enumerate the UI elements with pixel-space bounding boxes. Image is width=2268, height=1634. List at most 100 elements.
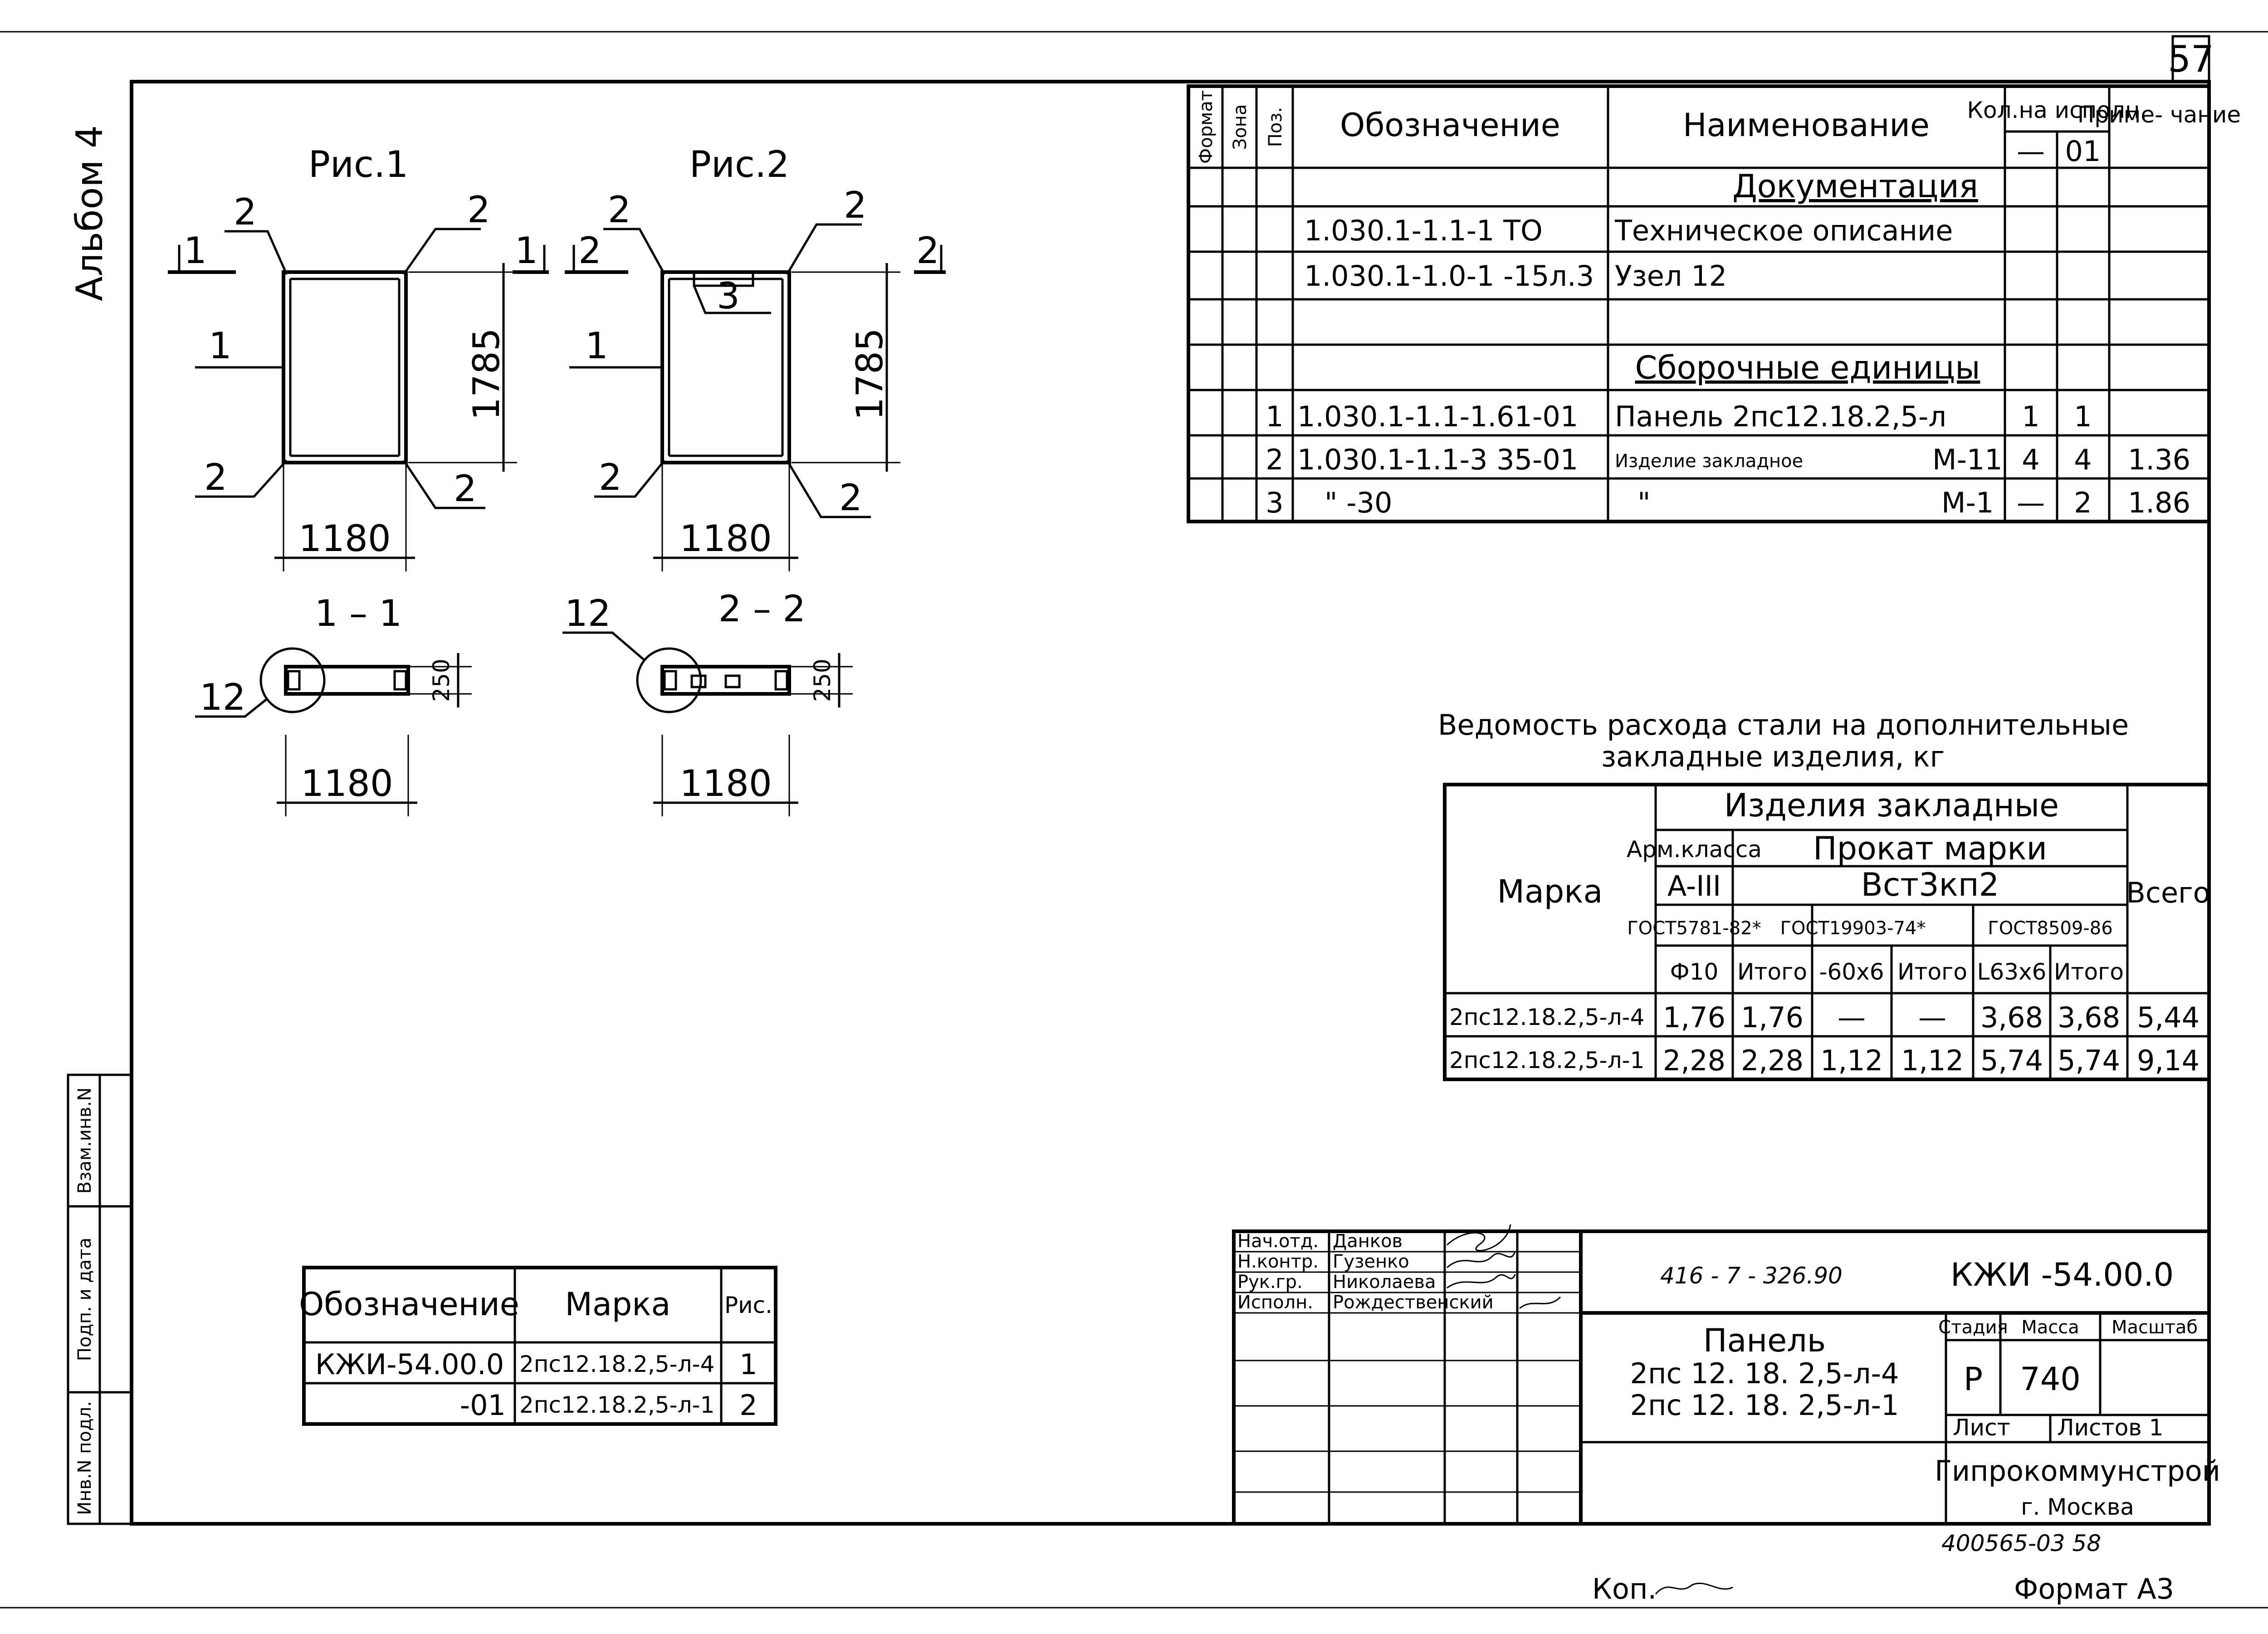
fig2-label-3: 3 [717, 275, 740, 317]
variants-r2-designation: -01 [460, 1389, 506, 1422]
spec-r2-designation: 1.030.1-1.0-1 -15л.3 [1304, 259, 1594, 293]
spec-r1-name: Техническое описание [1614, 214, 1953, 247]
signature-4 [1519, 1296, 1561, 1309]
steel-h-vst: Вст3кп2 [1861, 866, 1999, 903]
tb-title-2: 2пс 12. 18. 2,5-л-4 [1630, 1357, 1899, 1390]
tb-role-4: Исполн. [1237, 1292, 1313, 1313]
spec-h-qty: Кол.на исполн. [1967, 97, 2147, 123]
fig2-label-2-br: 2 [839, 477, 862, 519]
spec-h-qty-01: 01 [2065, 135, 2101, 168]
variants-r1-mark: 2пс12.18.2,5-л-4 [519, 1351, 714, 1377]
spec-r4-designation: 1.030.1-1.1-3 35-01 [1297, 443, 1578, 476]
section1-dim-thickness: 250 [428, 658, 455, 702]
tb-title-1: Панель [1703, 1322, 1826, 1359]
spec-h-designation: Обозначение [1340, 107, 1560, 144]
tb-doc-code: КЖИ -54.00.0 [1950, 1256, 2174, 1293]
variants-h-designation: Обозначение [299, 1286, 519, 1323]
tb-stage: Р [1964, 1361, 1983, 1398]
section-2-2: 2 – 2 12 250 1180 [562, 588, 853, 816]
fig1-dim-height: 1785 [465, 328, 508, 420]
variants-h-fig: Рис. [724, 1292, 772, 1318]
tb-role-2: Н.контр. [1237, 1251, 1319, 1272]
variants-r2-fig: 2 [739, 1389, 757, 1422]
fig2-label-2-tl: 2 [608, 189, 631, 231]
steel-r2-v7: 9,14 [2137, 1044, 2200, 1077]
section-1-1: 1 – 1 12 250 1180 [195, 592, 472, 816]
fig1-panel-outline [282, 270, 408, 464]
section1-dim-width: 1180 [301, 762, 393, 805]
title-block: Нач.отд. Н.контр. Рук.гр. Исполн. Данков… [1232, 1224, 2220, 1526]
spec-table: Формат Зона Поз. Обозначение Наименовани… [1187, 84, 2241, 523]
stamp-inv-podl: Инв.N подл. [74, 1401, 95, 1515]
tb-h-mass: Масса [2021, 1317, 2079, 1338]
steel-r1-v3: — [1838, 1001, 1866, 1034]
steel-table: Ведомость расхода стали на дополнительны… [1438, 708, 2211, 1081]
tb-role-3: Рук.гр. [1237, 1272, 1303, 1293]
steel-h-total: Всего [2126, 876, 2210, 909]
tb-sheets: Листов 1 [2057, 1415, 2163, 1441]
steel-r2-v5: 5,74 [1980, 1044, 2043, 1077]
tb-city: г. Москва [2021, 1494, 2134, 1520]
signature-1 [1446, 1224, 1511, 1252]
fig1-label-2-bl: 2 [204, 456, 227, 498]
spec-h-qty-dash: — [2017, 135, 2045, 168]
fig2-label-2-bl: 2 [599, 456, 622, 498]
spec-r2-name: Узел 12 [1615, 259, 1727, 293]
spec-r5-pos: 3 [1266, 486, 1283, 519]
sheet-number-box [2171, 35, 2210, 83]
spec-section-units: Сборочные единицы [1635, 349, 1980, 386]
signature-3 [1447, 1274, 1516, 1289]
spec-h-zone: Зона [1230, 104, 1251, 150]
variants-table: Обозначение Марка Рис. КЖИ-54.00.0 2пс12… [299, 1266, 777, 1426]
archive-number: 400565-03 58 [1941, 1530, 2101, 1556]
fig1-dim-width: 1180 [298, 517, 391, 560]
variants-r2-mark: 2пс12.18.2,5-л-1 [519, 1392, 714, 1418]
stamp-podp-data: Подп. и дата [74, 1238, 95, 1361]
steel-r1-mark: 2пс12.18.2,5-л-4 [1449, 1004, 1644, 1030]
fig2-dim-height: 1785 [849, 328, 891, 420]
spec-r4-note: 1.36 [2128, 443, 2190, 476]
tb-h-stage: Стадия [1938, 1317, 2008, 1338]
steel-r2-mark: 2пс12.18.2,5-л-1 [1449, 1047, 1644, 1073]
signature-2 [1447, 1251, 1516, 1268]
steel-h-60x6: -60х6 [1819, 959, 1884, 985]
spec-r3-pos: 1 [1266, 400, 1283, 433]
steel-h-items: Изделия закладные [1724, 787, 2059, 824]
figure-2: Рис.2 3 2 2 2 2 1 2 2 1785 1180 [565, 143, 946, 571]
steel-h-prokat: Прокат марки [1813, 830, 2047, 867]
spec-h-format: Формат [1196, 90, 1217, 164]
tb-name-2: Гузенко [1333, 1251, 1409, 1272]
variants-h-mark: Марка [565, 1286, 671, 1323]
section1-label-12: 12 [200, 676, 246, 718]
spec-r5-q1: — [2017, 486, 2045, 519]
spec-section-docs: Документация [1732, 168, 1978, 205]
fig1-label-2-tr: 2 [467, 189, 490, 231]
steel-r1-v7: 5,44 [2137, 1001, 2200, 1034]
spec-r3-designation: 1.030.1-1.1-1.61-01 [1297, 400, 1578, 433]
fig2-cut-left: 2 [578, 229, 601, 272]
steel-r2-v1: 2,28 [1663, 1044, 1725, 1077]
section1-title: 1 – 1 [315, 592, 402, 634]
album-label: Альбом 4 [68, 125, 111, 301]
figure-1: Рис.1 2 2 2 2 1 1 1 1785 1180 [168, 143, 549, 571]
steel-r1-v5: 3,68 [1980, 1001, 2043, 1034]
steel-h-gost3: ГОСТ8509-86 [1988, 918, 2112, 939]
spec-r4-q2: 4 [2074, 443, 2092, 476]
fig2-dim-width: 1180 [679, 517, 772, 560]
spec-r5-note: 1.86 [2128, 486, 2190, 519]
format-label: Формат А3 [2014, 1572, 2174, 1605]
steel-r2-v4: 1,12 [1901, 1044, 1964, 1077]
tb-h-scale: Масштаб [2112, 1317, 2198, 1338]
variants-r1-designation: КЖИ-54.00.0 [315, 1348, 504, 1381]
spec-r4-q1: 4 [2022, 443, 2039, 476]
steel-r2-v6: 5,74 [2058, 1044, 2120, 1077]
tb-title-3: 2пс 12. 18. 2,5-л-1 [1630, 1389, 1899, 1422]
spec-r3-name: Панель 2пс12.18.2,5-л [1615, 400, 1946, 433]
steel-h-itogo-3: Итого [2054, 959, 2124, 985]
steel-title-2: закладные изделия, кг [1601, 740, 1945, 773]
spec-r5-name: " [1637, 486, 1651, 519]
section2-label-12: 12 [565, 592, 611, 634]
steel-r1-v1: 1,76 [1663, 1001, 1725, 1034]
steel-h-l63: L63х6 [1977, 959, 2047, 985]
steel-h-gost1: ГОСТ5781-82* [1627, 918, 1761, 939]
